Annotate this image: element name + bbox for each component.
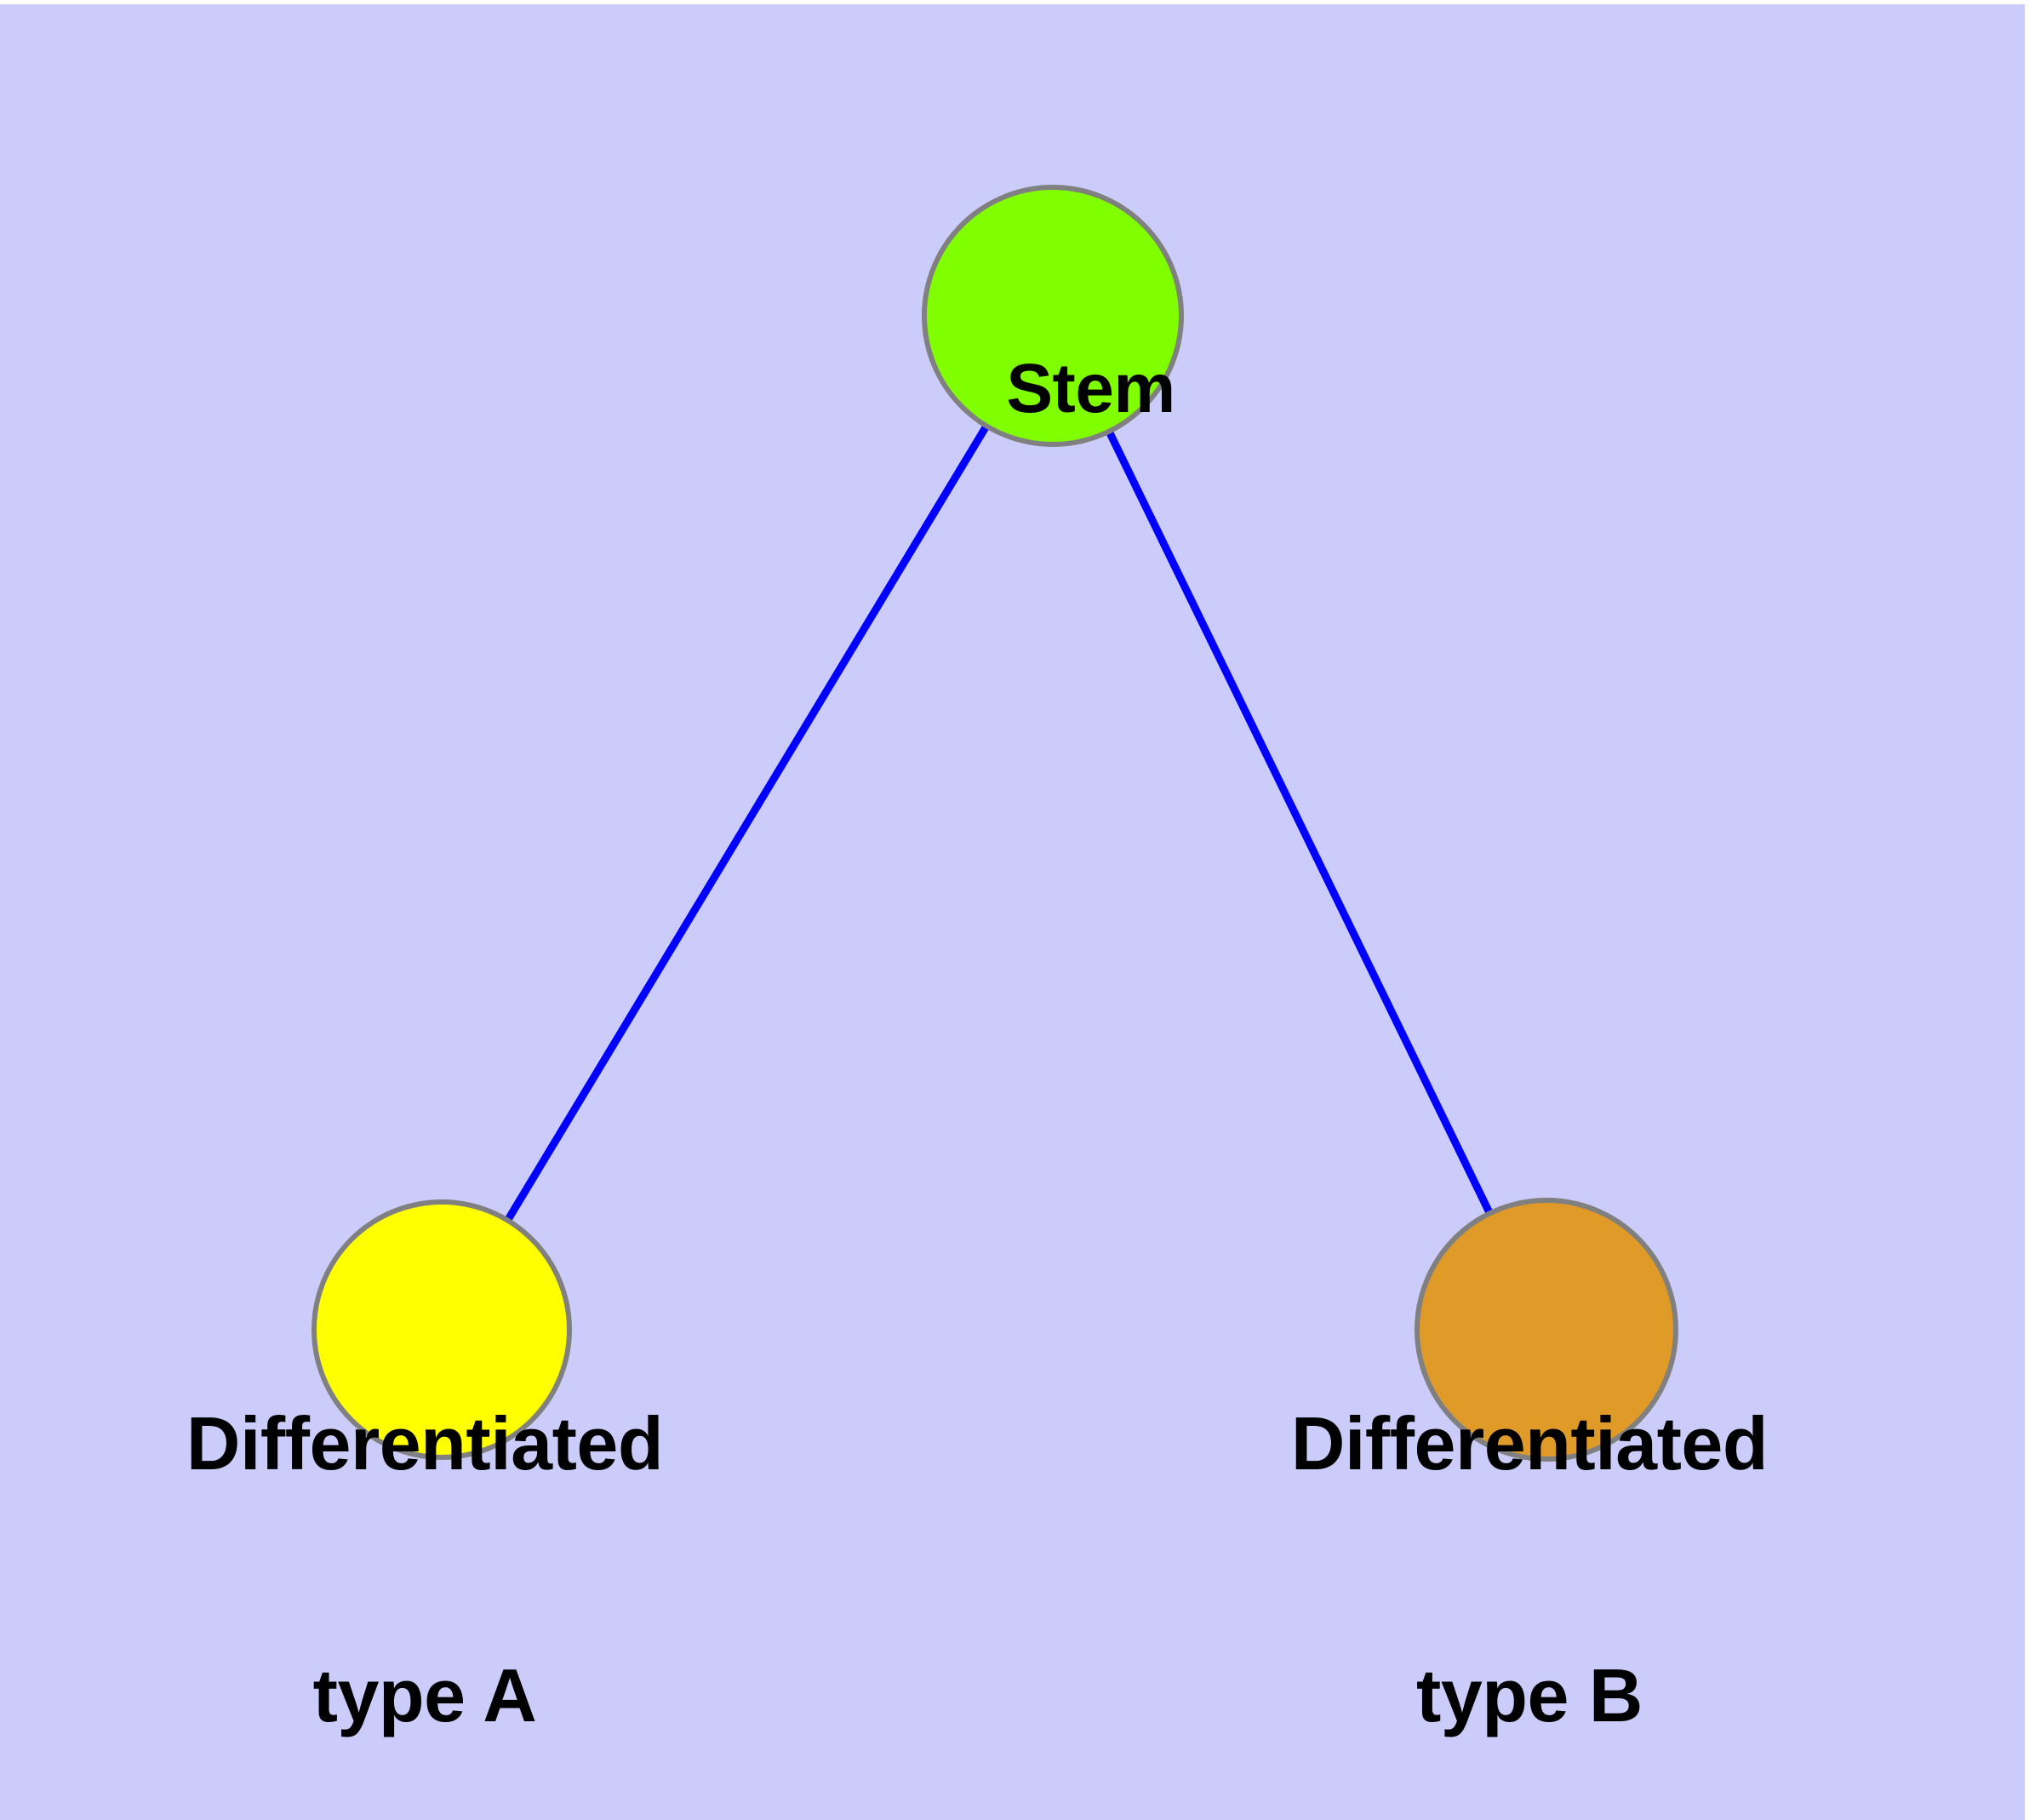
node-differentiated-type-a[interactable] [311, 1199, 572, 1460]
edge-stem-to-differentiated-type-a[interactable] [504, 423, 990, 1222]
node-layer [311, 185, 1678, 1462]
node-stem[interactable] [922, 185, 1184, 447]
edge-stem-to-differentiated-type-b[interactable] [1106, 429, 1494, 1216]
node-differentiated-type-b[interactable] [1415, 1198, 1678, 1462]
edge-layer [504, 423, 1494, 1222]
